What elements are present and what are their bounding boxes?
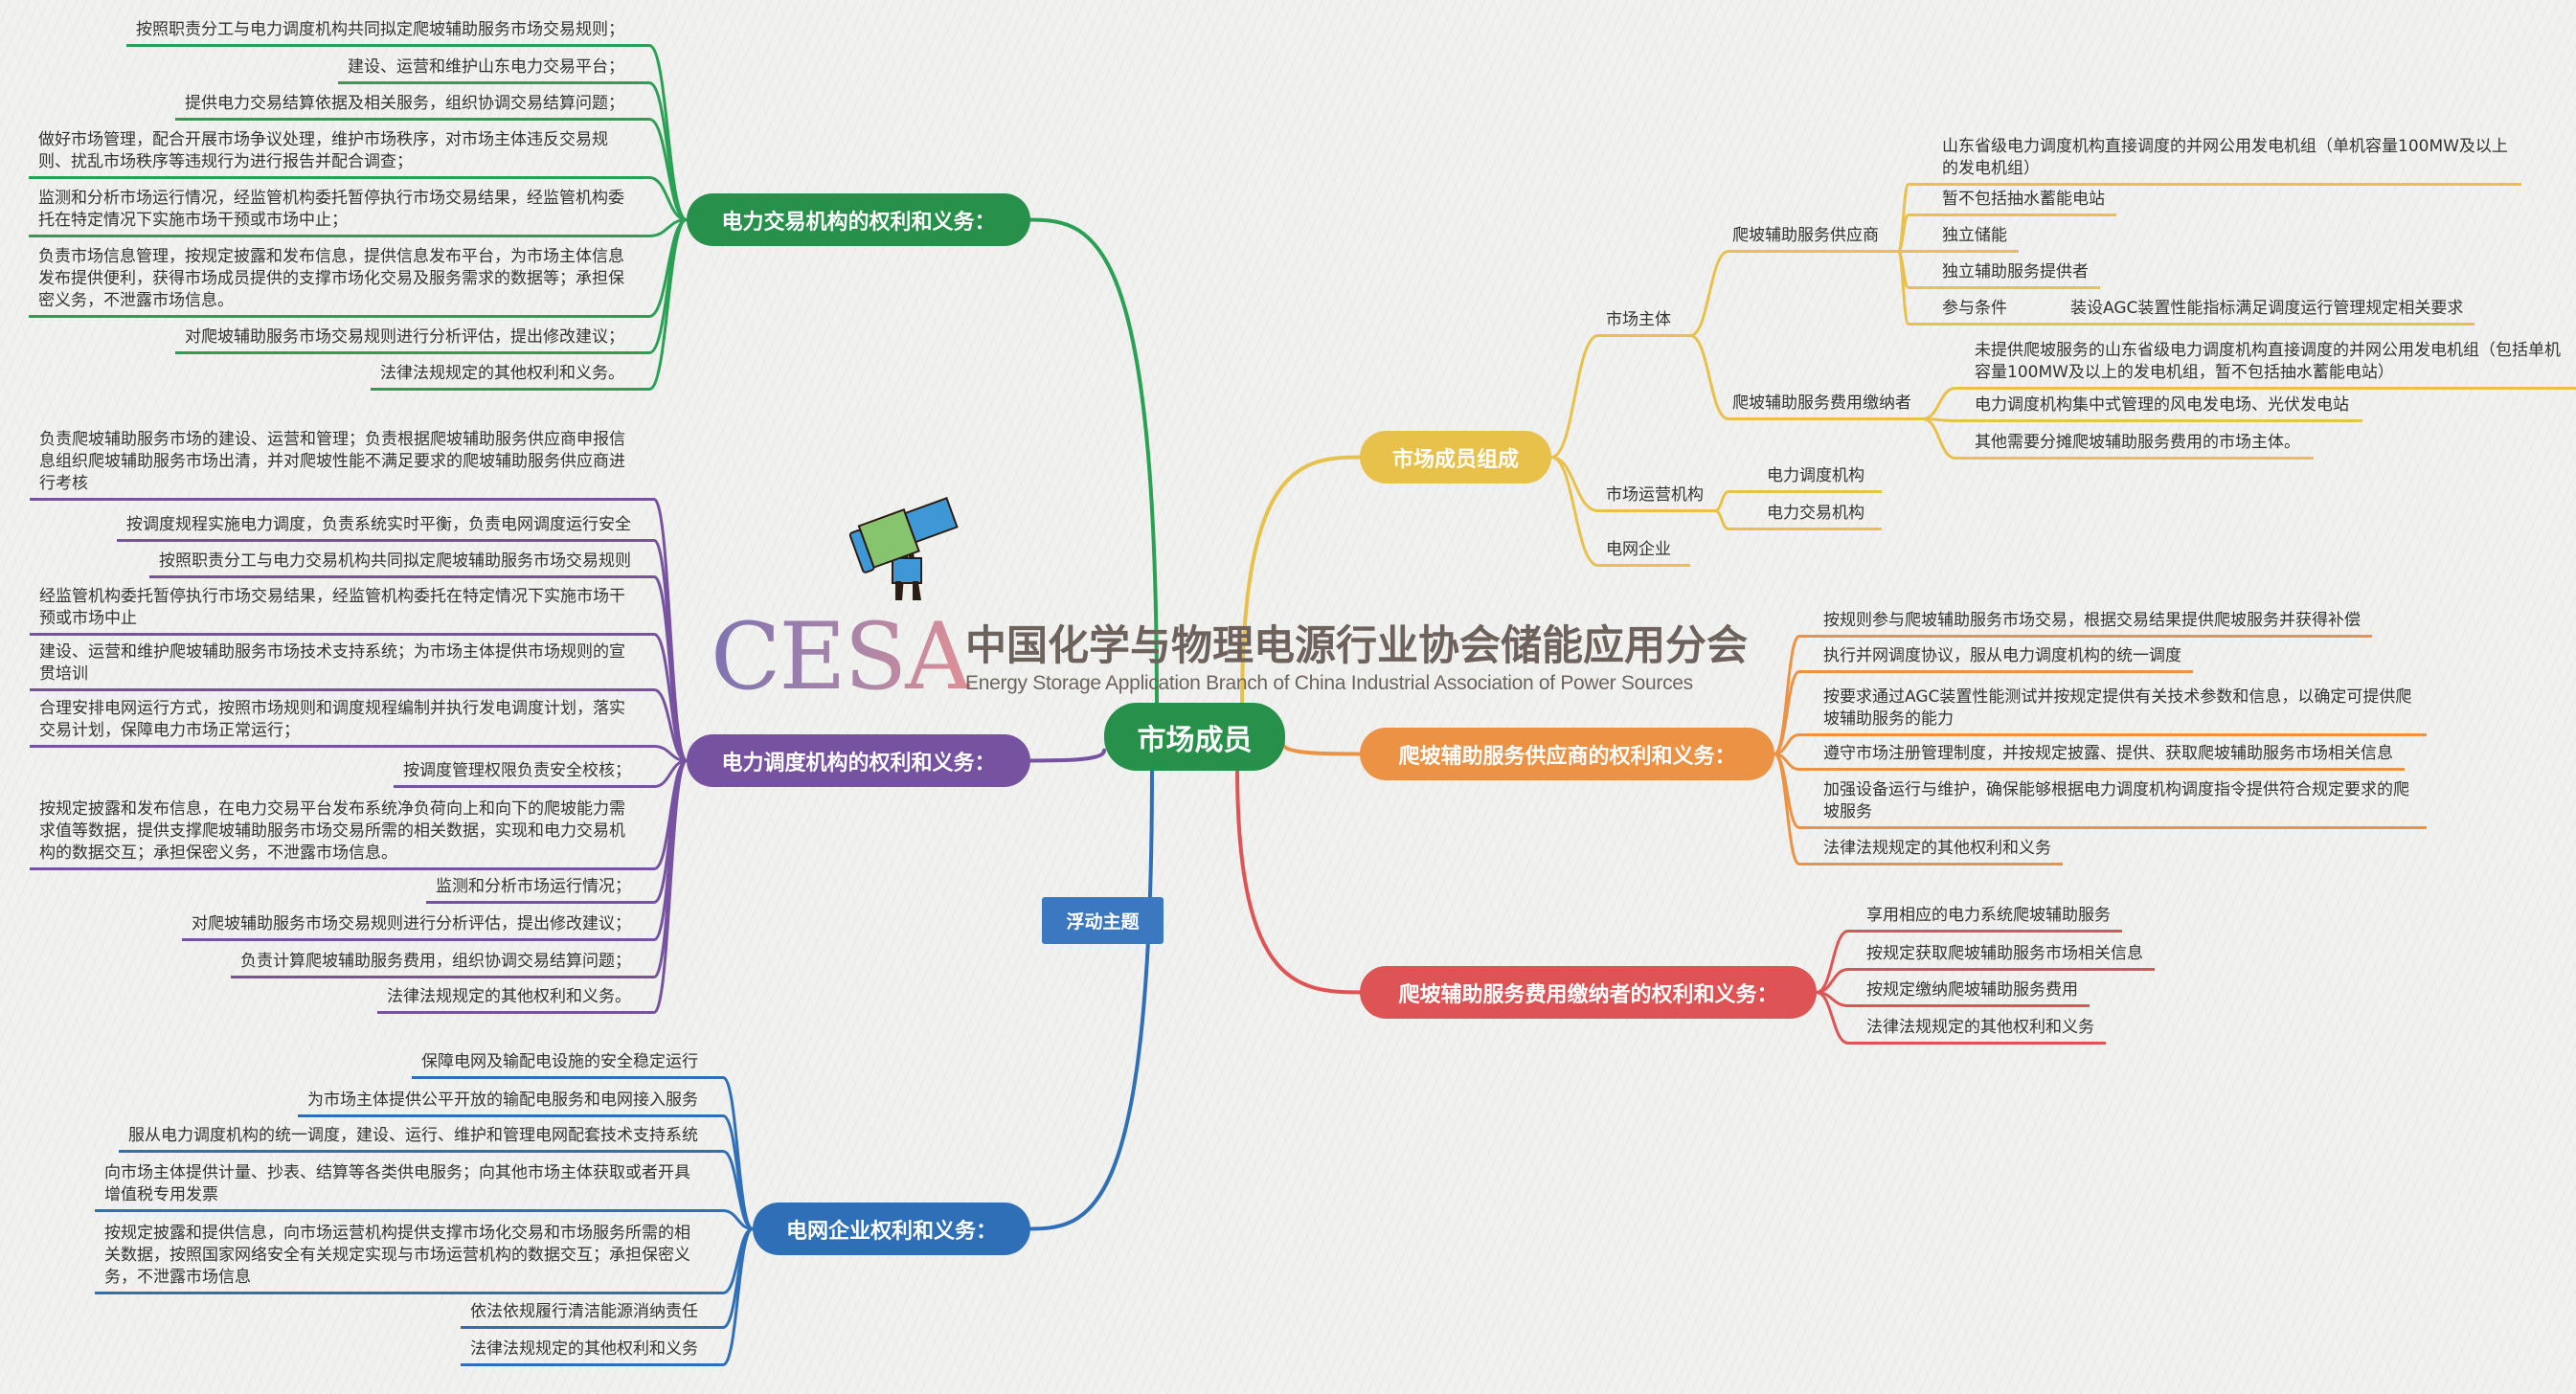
trade-item[interactable]: 监测和分析市场运行情况，经监管机构委托暂停执行市场交易结果，经监管机构委托在特定…	[29, 188, 649, 237]
central-topic[interactable]: 市场成员	[1104, 703, 1285, 771]
payer-right-item[interactable]: 按规定获取爬坡辅助服务市场相关信息	[1848, 943, 2155, 971]
connector-line	[1688, 250, 1730, 337]
connector-line	[647, 44, 689, 221]
branch-supplier-rights[interactable]: 爬坡辅助服务供应商的权利和义务：	[1360, 728, 1774, 780]
connector-line	[647, 176, 689, 221]
payer-type[interactable]: 未提供爬坡服务的山东省级电力调度机构直接调度的并网公用发电机组（包括单机容量10…	[1955, 340, 2576, 390]
supplier-right-item[interactable]: 执行并网调度协议，服从电力调度机构的统一调度	[1799, 645, 2193, 673]
grid-item[interactable]: 依法依规履行清洁能源消纳责任	[461, 1301, 723, 1329]
supplier-right-item[interactable]: 按规则参与爬坡辅助服务市场交易，根据交易结果提供爬坡服务并获得补偿	[1799, 610, 2372, 638]
branch-grid-company[interactable]: 电网企业权利和义务：	[753, 1203, 1030, 1255]
main-connector-line	[1023, 765, 1154, 1231]
operator-item[interactable]: 电力调度机构	[1729, 465, 1882, 493]
participation-condition[interactable]: 参与条件	[1909, 298, 2049, 326]
payer-right-item[interactable]: 法律法规规定的其他权利和义务	[1848, 1017, 2106, 1045]
organization-title-en: Energy Storage Application Branch of Chi…	[965, 672, 1693, 694]
trade-item[interactable]: 负责市场信息管理，按规定披露和发布信息，提供信息发布平台，为市场主体信息发布提供…	[29, 246, 649, 318]
main-connector-line	[1235, 765, 1367, 995]
connector-line	[647, 218, 689, 354]
grid-item[interactable]: 保障电网及输配电设施的安全稳定运行	[412, 1051, 723, 1079]
grid-item[interactable]: 服从电力调度机构的统一调度，建设、运行、维护和管理电网配套技术支持系统	[119, 1125, 723, 1153]
dispatch-item[interactable]: 按调度管理权限负责安全校核；	[394, 760, 654, 788]
main-connector-line	[1023, 217, 1159, 709]
supplier-type[interactable]: 暂不包括抽水蓄能电站	[1909, 189, 2116, 216]
branch-dispatch-institution[interactable]: 电力调度机构的权利和义务：	[687, 734, 1030, 787]
connector-line	[721, 1227, 755, 1366]
operator-item[interactable]: 电力交易机构	[1729, 503, 1882, 530]
connector-line	[1688, 334, 1730, 420]
supplier-right-item[interactable]: 按要求通过AGC装置性能测试并按规定提供有关技术参数和信息，以确定可提供爬坡辅助…	[1799, 686, 2427, 736]
grid-company-member[interactable]: 电网企业	[1598, 539, 1690, 567]
connector-line	[721, 1150, 755, 1230]
dispatch-item[interactable]: 负责爬坡辅助服务市场的建设、运营和管理；负责根据爬坡辅助服务供应商申报信息组织爬…	[30, 429, 654, 501]
grid-item[interactable]: 为市场主体提供公平开放的输配电服务和电网接入服务	[298, 1090, 723, 1117]
connector-line	[1921, 387, 1957, 420]
connector-line	[1896, 250, 1910, 326]
supplier-right-item[interactable]: 遵守市场注册管理制度，并按规定披露、提供、获取爬坡辅助服务市场相关信息	[1799, 743, 2405, 771]
connector-line	[647, 118, 689, 221]
floating-topic[interactable]: 浮动主题	[1042, 897, 1164, 944]
market-operator[interactable]: 市场运营机构	[1598, 484, 1715, 512]
trade-item[interactable]: 提供电力交易结算依据及相关服务，组织协调交易结算问题；	[175, 93, 649, 121]
dispatch-item[interactable]: 按照职责分工与电力交易机构共同拟定爬坡辅助服务市场交易规则	[149, 551, 654, 578]
main-connector-line	[1281, 741, 1367, 756]
connector-line	[1815, 991, 1850, 1045]
market-subject[interactable]: 市场主体	[1598, 309, 1690, 337]
trade-item[interactable]: 法律法规规定的其他权利和义务。	[371, 363, 649, 391]
dispatch-item[interactable]: 按规定披露和发布信息，在电力交易平台发布系统净负荷向上和向下的爬坡能力需求值等数…	[30, 798, 654, 870]
connector-line	[652, 633, 689, 762]
trade-item[interactable]: 建设、运营和维护山东电力交易平台；	[338, 56, 649, 84]
dispatch-item[interactable]: 法律法规规定的其他权利和义务。	[377, 986, 654, 1014]
main-connector-line	[1023, 748, 1106, 763]
supplier-type[interactable]: 独立辅助服务提供者	[1909, 261, 2100, 289]
grid-item[interactable]: 按规定披露和提供信息，向市场运营机构提供支撑市场化交易和市场服务所需的相关数据，…	[95, 1223, 723, 1294]
trade-item[interactable]: 按照职责分工与电力调度机构共同拟定爬坡辅助服务市场交易规则；	[126, 19, 649, 47]
condition-requirement[interactable]: 装设AGC装置性能指标满足调度运行管理规定相关要求	[2059, 298, 2475, 326]
connector-line	[721, 1209, 755, 1230]
dispatch-item[interactable]: 按调度规程实施电力调度，负责系统实时平衡，负责电网调度运行安全	[117, 514, 654, 542]
dispatch-item[interactable]: 经监管机构委托暂停执行市场交易结果，经监管机构委托在特定情况下实施市场干预或市场…	[30, 586, 654, 636]
dispatch-item[interactable]: 合理安排电网运行方式，按照市场规则和调度规程编制并执行发电调度计划，落实交易计划…	[30, 698, 654, 748]
dispatch-item[interactable]: 建设、运营和维护爬坡辅助服务市场技术支持系统；为市场主体提供市场规则的宣贯培训	[30, 641, 654, 691]
dispatch-item[interactable]: 监测和分析市场运行情况；	[426, 876, 654, 904]
supplier-type[interactable]: 独立储能	[1909, 225, 2019, 253]
trade-item[interactable]: 做好市场管理，配合开展市场争议处理，维护市场秩序，对市场主体违反交易规则、扰乱市…	[29, 129, 649, 179]
connector-line	[652, 688, 689, 762]
connector-line	[1773, 670, 1801, 755]
trade-item[interactable]: 对爬坡辅助服务市场交易规则进行分析评估，提出修改建议；	[175, 326, 649, 354]
connector-line	[721, 1227, 755, 1329]
supplier-right-item[interactable]: 加强设备运行与维护，确保能够根据电力调度机构调度指令提供符合规定要求的爬坡服务	[1799, 779, 2427, 829]
dispatch-item[interactable]: 负责计算爬坡辅助服务费用，组织协调交易结算问题；	[231, 951, 654, 978]
payer-type[interactable]: 其他需要分摊爬坡辅助服务费用的市场主体。	[1955, 432, 2314, 460]
ramp-service-payer[interactable]: 爬坡辅助服务费用缴纳者	[1729, 393, 1923, 420]
branch-market-members[interactable]: 市场成员组成	[1360, 431, 1551, 483]
connector-line	[1921, 417, 1957, 460]
connector-line	[1549, 456, 1600, 567]
connector-line	[652, 759, 689, 1014]
branch-trade-institution[interactable]: 电力交易机构的权利和义务：	[687, 193, 1030, 246]
dispatch-item[interactable]: 对爬坡辅助服务市场交易规则进行分析评估，提出修改建议；	[182, 913, 654, 941]
payer-type[interactable]: 电力调度机构集中式管理的风电发电场、光伏发电站	[1955, 394, 2362, 422]
connector-line	[1549, 456, 1600, 512]
main-connector-line	[1240, 455, 1367, 709]
connector-line	[1713, 509, 1730, 530]
payer-right-item[interactable]: 按规定缴纳爬坡辅助服务费用	[1848, 979, 2090, 1007]
cesa-logo: CESA	[711, 603, 972, 710]
supplier-type[interactable]: 山东省级电力调度机构直接调度的并网公用发电机组（单机容量100MW及以上的发电机…	[1909, 136, 2521, 186]
connector-line	[1713, 490, 1730, 512]
supplier-right-item[interactable]: 法律法规规定的其他权利和义务	[1799, 838, 2063, 866]
telescope-icon	[848, 497, 959, 600]
organization-title-cn: 中国化学与物理电源行业协会储能应用分会	[965, 622, 1748, 670]
grid-item[interactable]: 法律法规规定的其他权利和义务	[461, 1338, 723, 1366]
connector-line	[652, 575, 689, 762]
ramp-service-supplier[interactable]: 爬坡辅助服务供应商	[1729, 225, 1898, 253]
connector-line	[1549, 334, 1600, 459]
grid-item[interactable]: 向市场主体提供计量、抄表、结算等各类供电服务；向其他市场主体获取或者开具增值税专…	[95, 1162, 723, 1212]
connector-line	[647, 218, 689, 391]
payer-right-item[interactable]: 享用相应的电力系统爬坡辅助服务	[1848, 905, 2122, 933]
connector-line	[1773, 753, 1801, 866]
branch-payer-rights[interactable]: 爬坡辅助服务费用缴纳者的权利和义务：	[1360, 966, 1817, 1019]
